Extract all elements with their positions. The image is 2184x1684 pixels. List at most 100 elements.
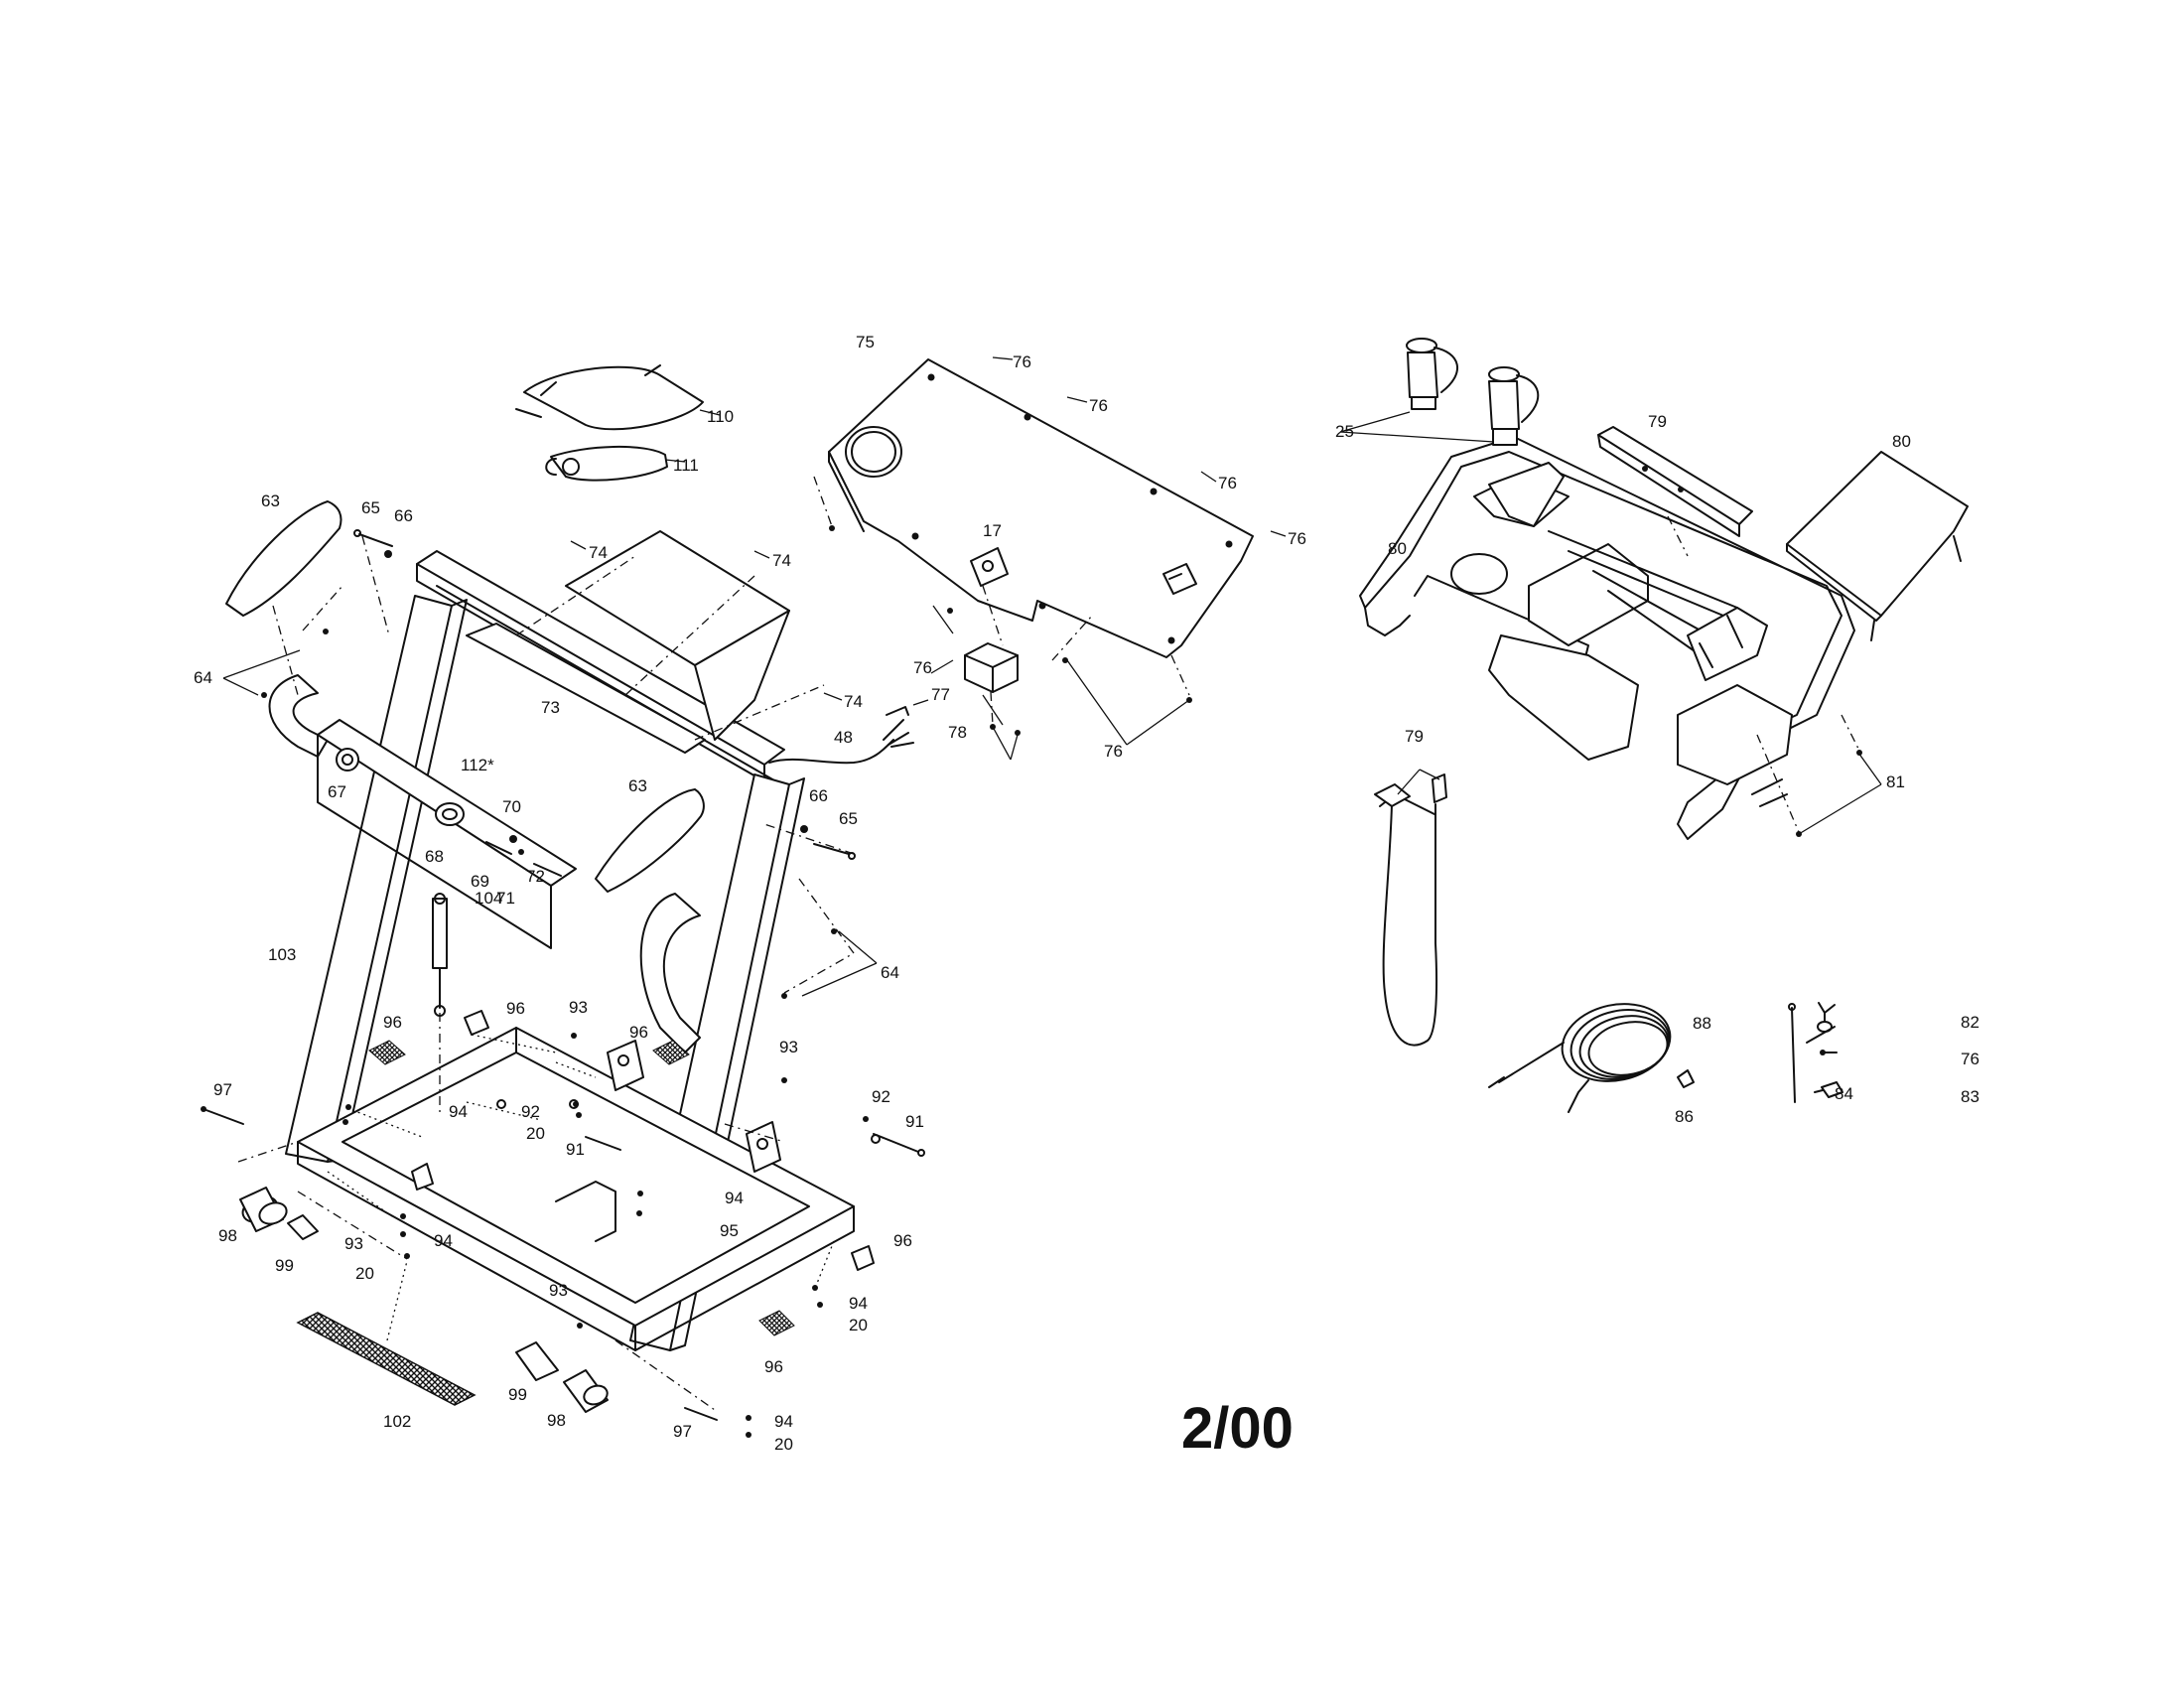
date-code: 2/00: [1181, 1396, 1294, 1461]
label-111: 111: [673, 456, 699, 475]
label-94-d: 94: [849, 1294, 868, 1313]
side-covers-63: [225, 500, 705, 893]
frame-covers-74: [515, 530, 825, 741]
label-76-g: 76: [1961, 1050, 1979, 1068]
label-93-d: 93: [549, 1281, 568, 1300]
label-66-b: 66: [809, 786, 828, 805]
base-brackets: [411, 1040, 781, 1191]
label-81: 79: [1648, 412, 1667, 431]
label-48: 48: [834, 728, 853, 747]
assembly-leaders-left: [237, 535, 855, 1411]
label-88: 84: [1835, 1084, 1853, 1103]
label-83: 81: [1886, 772, 1905, 791]
label-93-c: 93: [344, 1234, 363, 1253]
upright-frame-assembly: [268, 550, 855, 1351]
label-102: 102: [383, 1412, 411, 1431]
label-100-a: 99: [275, 1256, 294, 1275]
label-79: 79: [1405, 727, 1424, 746]
wire-harness-48: [768, 706, 914, 765]
console-plate-82: [1786, 451, 1969, 641]
label-82: 80: [1892, 432, 1911, 451]
label-73: 73: [541, 698, 560, 717]
label-76-d: 76: [1288, 529, 1306, 548]
label-91-a: 91: [905, 1112, 924, 1131]
label-96-a: 96: [506, 999, 525, 1018]
label-76-c: 76: [1218, 474, 1237, 492]
label-94-a: 94: [449, 1102, 468, 1121]
label-99-b: 98: [547, 1411, 566, 1430]
hood-covers-110-111: [515, 364, 704, 482]
label-98-a: 97: [213, 1080, 232, 1099]
label-75: 75: [856, 333, 875, 351]
label-71: 71: [496, 889, 515, 908]
label-72: 72: [526, 867, 545, 886]
shock-104: [432, 893, 448, 1112]
label-20-d: 20: [774, 1435, 793, 1454]
clip-77: [964, 642, 1021, 736]
label-95: 95: [720, 1221, 739, 1240]
label-64-a: 64: [194, 668, 212, 687]
label-86: 83: [1961, 1087, 1979, 1106]
label-74-c: 74: [844, 692, 863, 711]
label-63-b: 63: [628, 776, 647, 795]
label-94-c: 94: [434, 1231, 453, 1250]
label-104: 104: [475, 889, 502, 908]
label-97-a: 96: [383, 1013, 402, 1032]
label-80: 80: [1388, 539, 1407, 558]
label-78: 78: [948, 723, 967, 742]
belt-79: [1374, 773, 1447, 1047]
label-77: 77: [931, 685, 950, 704]
grip-strip-102: [296, 1312, 477, 1406]
motor-hood-75: [813, 358, 1254, 703]
console-trim-81: [1597, 426, 1753, 557]
label-89: 86: [1675, 1107, 1694, 1126]
label-67: 67: [328, 782, 346, 801]
label-66-a: 66: [394, 506, 413, 525]
label-92-a: 92: [872, 1087, 890, 1106]
console-base-80: [1359, 436, 1862, 840]
label-76-f: 76: [1104, 742, 1123, 761]
label-110: 110: [707, 407, 734, 426]
label-20-a: 20: [526, 1124, 545, 1143]
label-70: 70: [502, 797, 521, 816]
label-76-a: 76: [1013, 352, 1031, 371]
label-74-b: 74: [772, 551, 791, 570]
label-93-a: 93: [569, 998, 588, 1017]
label-97-b: 96: [629, 1023, 648, 1042]
label-91-b: 91: [566, 1140, 585, 1159]
label-74-a: 74: [589, 543, 608, 562]
label-84: 82: [1961, 1013, 1979, 1032]
label-68: 68: [425, 847, 444, 866]
label-63-a: 63: [261, 491, 280, 510]
label-76-e: 76: [913, 658, 932, 677]
label-20-b: 20: [355, 1264, 374, 1283]
label-76-b: 76: [1089, 396, 1108, 415]
hand-grips-25: [1406, 338, 1540, 446]
label-65-a: 65: [361, 498, 380, 517]
pads-96-97: [368, 1010, 875, 1336]
label-20-c: 20: [849, 1316, 868, 1334]
label-98-b: 97: [673, 1422, 692, 1441]
label-90: 88: [1693, 1014, 1711, 1033]
console-plate-112: [317, 719, 577, 949]
label-103: 103: [268, 945, 296, 964]
label-93-b: 93: [779, 1038, 798, 1056]
part-labels: 110 111 75 76 76 76 76 76 76 17 77 78 48…: [194, 333, 1979, 1454]
label-69: 69: [471, 872, 489, 891]
label-17: 17: [983, 521, 1002, 540]
label-96-b: 96: [893, 1231, 912, 1250]
small-hardware-right: [1677, 1002, 1843, 1103]
cable-coil-90: [1488, 1003, 1672, 1113]
label-112: 112*: [461, 756, 494, 774]
label-64-b: 64: [881, 963, 899, 982]
label-65-b: 65: [839, 809, 858, 828]
label-99-a: 98: [218, 1226, 237, 1245]
label-leaders: [222, 356, 1882, 997]
label-94-e: 94: [774, 1412, 793, 1431]
label-100-b: 99: [508, 1385, 527, 1404]
label-25: 25: [1335, 422, 1354, 441]
wheels-99-100: [239, 1187, 609, 1413]
label-94-b: 94: [725, 1189, 744, 1207]
label-97-c: 96: [764, 1357, 783, 1376]
